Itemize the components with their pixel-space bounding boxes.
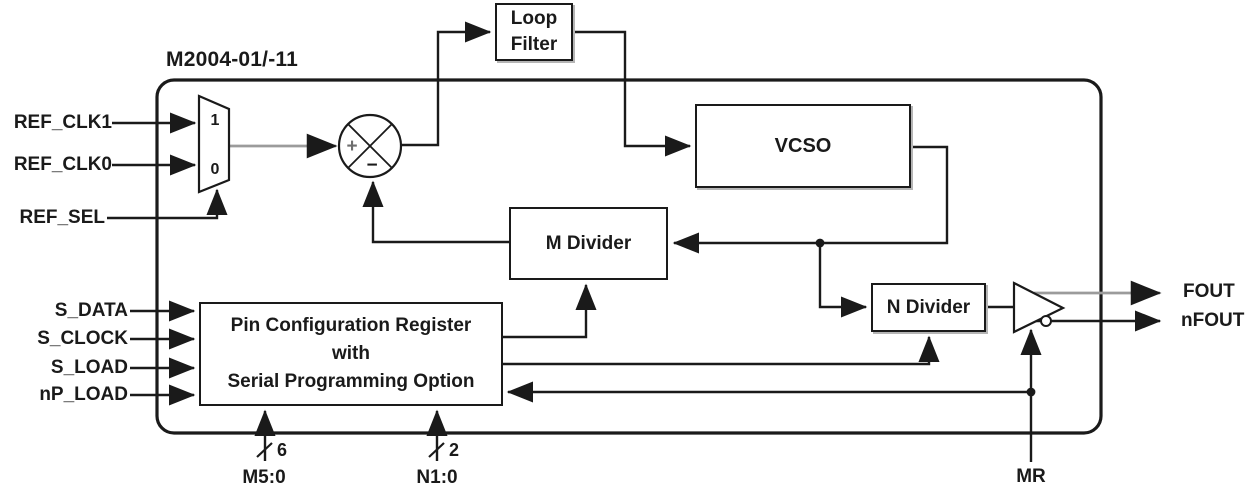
wire-vcso-to-m-divider <box>672 145 949 254</box>
pin-label-s-load: S_LOAD <box>50 357 128 378</box>
junction-dot <box>1026 387 1036 397</box>
pd-minus-label: − <box>366 155 378 176</box>
bus-slash-icon <box>256 442 273 458</box>
m-divider-label: M Divider <box>545 232 632 254</box>
mux-input-0-label: 0 <box>210 161 220 178</box>
register-label-line1: Pin Configuration Register <box>230 315 472 336</box>
wire-ref-sel <box>107 188 228 220</box>
bus-width-6-label: 6 <box>277 440 288 460</box>
mux-input-1-label: 1 <box>210 112 220 129</box>
n-divider-block: N Divider <box>871 283 986 332</box>
bus-width-2-label: 2 <box>449 440 460 460</box>
pin-label-m5-0: M5:0 <box>242 467 286 488</box>
loop-filter-label-line1: Loop <box>510 8 558 29</box>
pin-label-n1-0: N1:0 <box>416 467 458 488</box>
register-label-line2: with <box>332 343 370 364</box>
junction-dot <box>815 238 825 248</box>
wires <box>107 21 1162 462</box>
wire-tap-to-n-divider <box>818 243 868 318</box>
n-divider-label: N Divider <box>886 296 971 318</box>
wire-loop-filter-to-vcso <box>573 30 692 157</box>
loop-filter-block: Loop Filter <box>495 3 573 61</box>
ref-mux-icon <box>197 94 231 194</box>
pin-label-ref-sel: REF_SEL <box>19 207 105 228</box>
pin-label-nfout: nFOUT <box>1181 310 1245 331</box>
bus-slash-icon <box>428 442 445 458</box>
vcso-label: VCSO <box>774 135 832 157</box>
pin-label-ref-clk0: REF_CLK0 <box>13 154 112 175</box>
pin-label-s-clock: S_CLOCK <box>37 328 128 349</box>
register-label-line3: Serial Programming Option <box>227 371 475 392</box>
wire-register-to-n-divider <box>503 335 940 366</box>
phase-detector-icon <box>337 113 403 179</box>
pin-label-ref-clk1: REF_CLK1 <box>13 112 112 133</box>
pin-label-s-data: S_DATA <box>54 300 128 321</box>
pin-label-mr: MR <box>1016 466 1046 487</box>
pin-label-fout: FOUT <box>1183 281 1235 302</box>
inversion-bubble-icon <box>1040 315 1052 327</box>
vcso-block: VCSO <box>695 104 911 188</box>
chip-outline <box>155 78 1103 435</box>
wire-pd-to-loop-filter <box>400 21 492 147</box>
chip-title: M2004-01/-11 <box>166 48 298 71</box>
wire-register-to-m-divider <box>503 283 597 339</box>
pin-label-np-load: nP_LOAD <box>39 384 128 405</box>
m-divider-block: M Divider <box>509 207 668 280</box>
pin-config-register-block: Pin Configuration Register with Serial P… <box>199 302 503 406</box>
loop-filter-label-line2: Filter <box>510 34 558 55</box>
pd-plus-label: + <box>346 136 358 157</box>
wire-m-divider-to-pd <box>362 180 509 244</box>
output-buffer-icon <box>1012 281 1066 334</box>
